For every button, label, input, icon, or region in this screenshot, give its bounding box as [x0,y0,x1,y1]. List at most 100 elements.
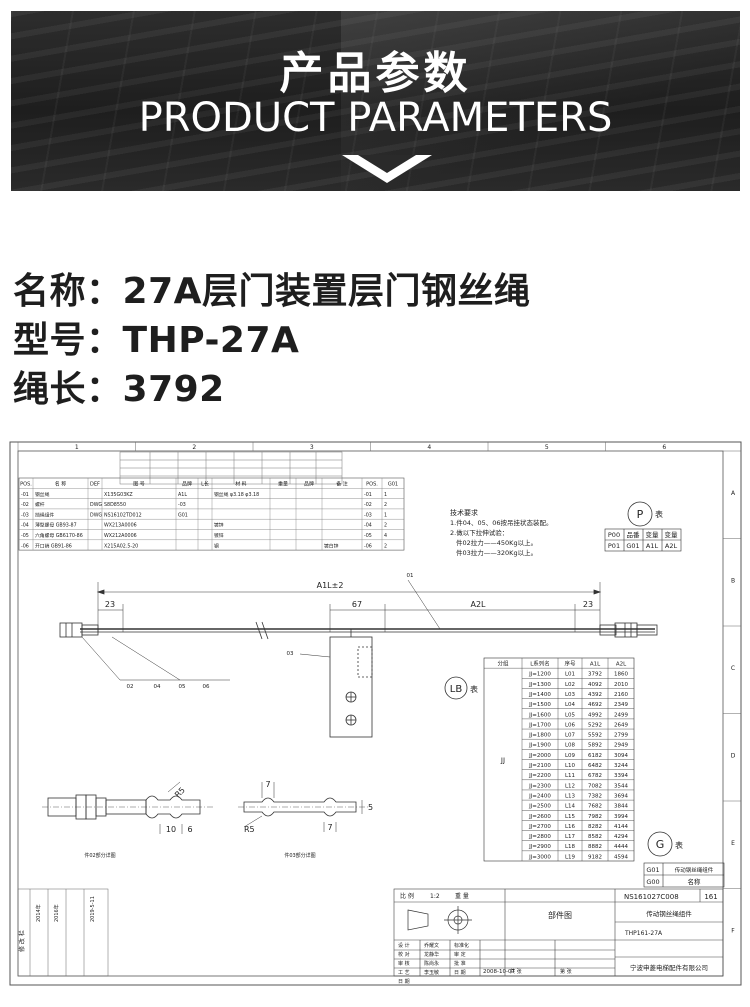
detail-dimensions: R5 10 6 7 7 5 R5 件02部分详图 件03部分详图 [84,780,373,859]
tech-note-line: 2.做以下拉伸试验： [450,528,508,537]
ruler-label: E [731,840,735,847]
lb-table-cell: JJ=1800 [528,733,551,739]
p-table-cell: 品番 [627,531,641,539]
dim-right-end: 23 [583,600,593,609]
lb-table-cell: L04 [565,702,576,708]
lb-table-header: A1L [590,662,601,668]
lb-table-cell: JJ=2200 [528,773,551,779]
lb-table-cell: 4392 [588,692,602,698]
lb-table-circle-label: LB [450,684,463,695]
lb-table-cell: JJ=2000 [528,753,551,759]
lb-table-header: L系列名 [530,660,550,668]
parts-table-cell: A1L [178,492,187,498]
banner-title-en: PRODUCT PARAMETERS [138,95,613,141]
g-table-cell: 传动钢丝绳组件 [675,866,714,874]
title-block-page: 161 [704,893,717,901]
callout-03: 03 [287,651,294,657]
parts-table-cell: 1 [384,492,387,498]
ruler-label: D [731,752,736,759]
parts-table-header: DEF [90,482,100,488]
title-block-sign-label: 工 艺 [398,970,410,976]
lb-table-cell: L17 [565,834,576,840]
parts-table-cell: 挡绳组件 [35,511,54,518]
ruler-label: F [731,927,735,934]
lb-table-header: 序号 [564,660,576,668]
parts-table-cell: -03 [21,512,29,518]
callout-02: 02 [127,684,134,690]
parts-table-cell: X215A02.5-20 [104,543,138,549]
p-table-cell: P00 [608,531,620,539]
ruler-label: 4 [427,444,431,451]
lb-table-cell: 1860 [614,672,628,678]
g-table: G 表 G01 传动钢丝绳组件 G00 名称 [643,831,725,888]
lb-table-cell: 4144 [614,824,628,830]
ruler-label: 1 [75,444,79,451]
lb-table-cell: 8582 [588,834,602,840]
dim-left-end: 23 [105,600,115,609]
tech-notes: 技术要求 1.件04、05、06按吊挂状态装配。 2.做以下拉伸试验： 件02拉… [450,508,553,557]
revision-note: 2014年 [35,904,42,922]
spec-length-line: 绳长：3792 [13,360,225,412]
spec-name-label: 名称： [13,271,123,312]
parts-table-cell: 2 [384,523,387,529]
parts-table-cell: 镀白锌 [324,542,339,549]
parts-table-cell: 螺杆 [35,501,45,508]
parts-table-cell: 镀锌 [214,532,224,539]
revision-mini-table [119,451,343,485]
lb-table-cell: 4992 [588,712,602,718]
lb-table-cell: L13 [565,793,576,799]
lb-table-header: 分组 [497,660,509,668]
parts-table-cell: -06 [21,543,29,549]
lb-table-cell: JJ=1300 [528,682,551,688]
lb-table-cell: JJ=2800 [528,834,551,840]
lb-table-cell: 2010 [614,682,628,688]
callout-01: 01 [407,573,414,579]
p-table-cell: G01 [626,542,639,550]
dim-seven-top: 7 [265,780,270,789]
lb-table-cell: 8282 [588,824,602,830]
spec-model-value: THP-27A [122,320,300,361]
lb-table-cell: 2649 [614,722,628,728]
ruler-label: 2 [192,444,196,451]
parts-table-header: G01 [388,482,398,488]
lb-table-cell: JJ=1600 [528,712,551,718]
ruler-label: 5 [545,444,549,451]
lb-table-cell: 5892 [588,743,602,749]
revision-strip [17,888,109,977]
revision-note: 2016年 [53,904,60,922]
lb-table-cell: 4444 [614,844,628,850]
detail-caption-right: 件03部分详图 [284,852,315,859]
parts-table-cell: -05 [21,533,29,539]
spec-name-line: 名称：27A层门装置层门钢丝绳 [13,262,530,314]
detail-part-03 [238,782,370,832]
title-block-sign-col: 审 定 [454,951,466,958]
lb-table-cell: JJ=1200 [528,672,551,678]
title-block-scale-label: 比 例 [400,892,414,900]
lb-table-cell: 2499 [614,712,628,718]
lb-table-cell: 2949 [614,743,628,749]
title-block-row-label: 第 张 [560,968,572,975]
lb-table-cell: 3544 [614,783,628,789]
lb-table-cell: JJ=1400 [528,692,551,698]
title-block-sign-col: 批 准 [454,960,466,967]
tech-note-line: 1.件04、05、06按吊挂状态装配。 [450,518,553,527]
lb-table-cell: L07 [565,733,576,739]
parts-table-cell: -04 [21,523,29,529]
lb-table-cell: 2160 [614,692,628,698]
p-table: P 表 P00 品番 变量 变量 P01 G01 A1L A2L [604,501,682,552]
p-table-cell: A1L [646,542,659,550]
lb-table-cell: 3844 [614,804,628,810]
title-block: 比 例 1:2 重 量 NS161027C008 161 部件图 传动钢丝绳组件… [393,888,724,985]
lb-table-cell: JJ=1700 [528,722,551,728]
spec-length-value: 3792 [122,369,225,410]
dim-five: 5 [368,803,373,812]
lb-table-cell: L19 [565,854,576,860]
dim-middle: 67 [352,600,362,609]
lb-table-cell: 6482 [588,763,602,769]
dim-ten: 10 [166,825,176,834]
lb-table-cell: L01 [565,672,575,678]
dim-seven-bottom: 7 [327,823,332,832]
lb-table-cell: L11 [565,773,575,779]
title-block-sign-name: 龙静华 [424,951,439,958]
parts-table-cell: 4 [384,533,387,539]
